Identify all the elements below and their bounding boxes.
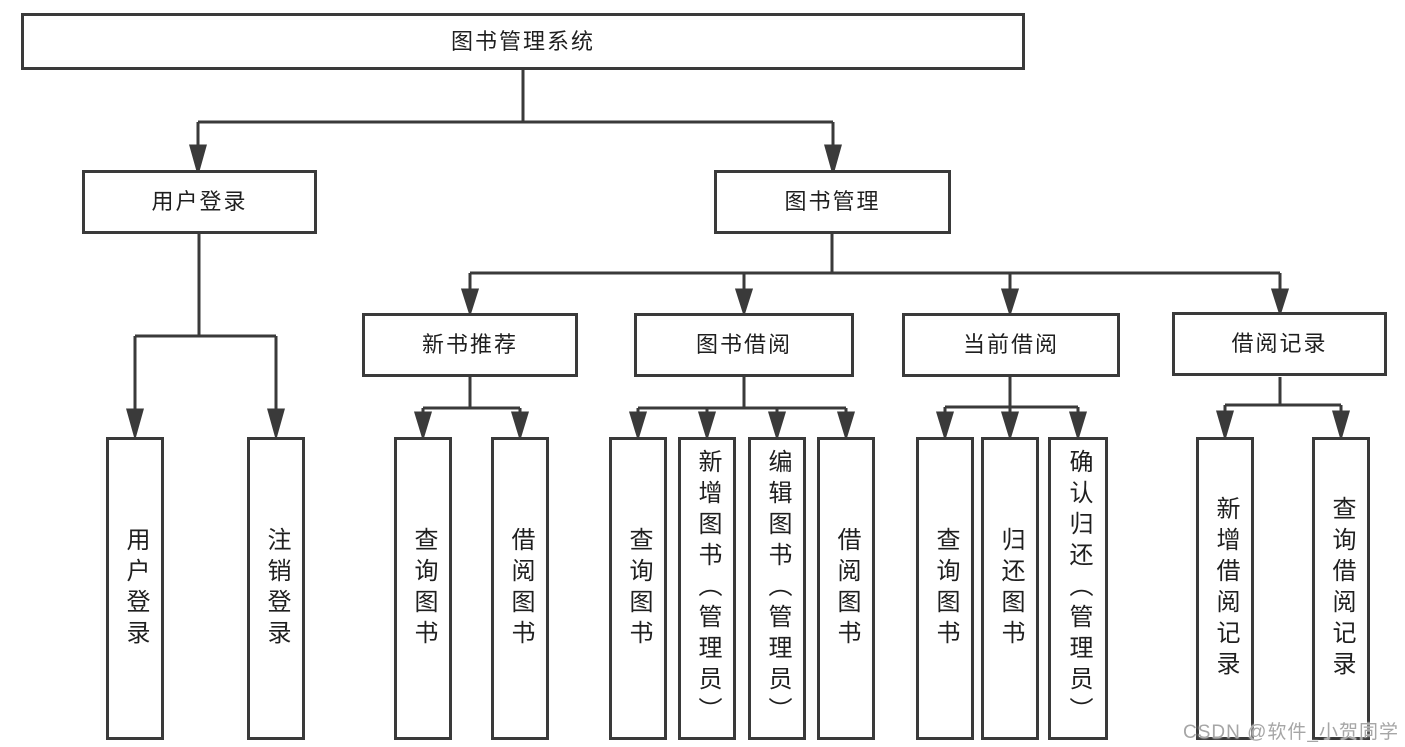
connector-book-management	[460, 234, 1290, 317]
leaf-query-book-borrow: 查询图书	[609, 437, 667, 740]
node-book-management: 图书管理	[714, 170, 951, 234]
leaf-edit-book-admin: 编辑图书（管理员）	[748, 437, 806, 740]
leaf-return-book: 归还图书	[981, 437, 1039, 740]
node-user-login: 用户登录	[82, 170, 317, 234]
leaf-add-borrow-record: 新增借阅记录	[1196, 437, 1254, 740]
connector-root	[189, 70, 842, 177]
csdn-watermark: CSDN @软件_小贺同学	[1183, 722, 1399, 743]
connector-current-borrow	[935, 377, 1088, 442]
leaf-query-book-recommend: 查询图书	[394, 437, 452, 740]
connector-user-login	[126, 234, 285, 441]
connector-book-borrow	[628, 377, 856, 442]
node-library-system: 图书管理系统	[21, 13, 1025, 70]
leaf-confirm-return-admin: 确认归还（管理员）	[1048, 437, 1108, 740]
leaf-query-borrow-record: 查询借阅记录	[1312, 437, 1370, 740]
connector-borrow-records	[1216, 377, 1350, 442]
node-book-borrow: 图书借阅	[634, 313, 854, 377]
node-borrow-records: 借阅记录	[1172, 312, 1387, 376]
leaf-borrow-book-recommend: 借阅图书	[491, 437, 549, 740]
leaf-borrow-book: 借阅图书	[817, 437, 875, 740]
leaf-query-book-current: 查询图书	[916, 437, 974, 740]
node-current-borrow: 当前借阅	[902, 313, 1120, 377]
connector-new-book-recommend	[413, 377, 530, 442]
leaf-logout: 注销登录	[247, 437, 305, 740]
leaf-add-book-admin: 新增图书（管理员）	[678, 437, 736, 740]
node-new-book-recommend: 新书推荐	[362, 313, 578, 377]
leaf-user-login: 用户登录	[106, 437, 164, 740]
